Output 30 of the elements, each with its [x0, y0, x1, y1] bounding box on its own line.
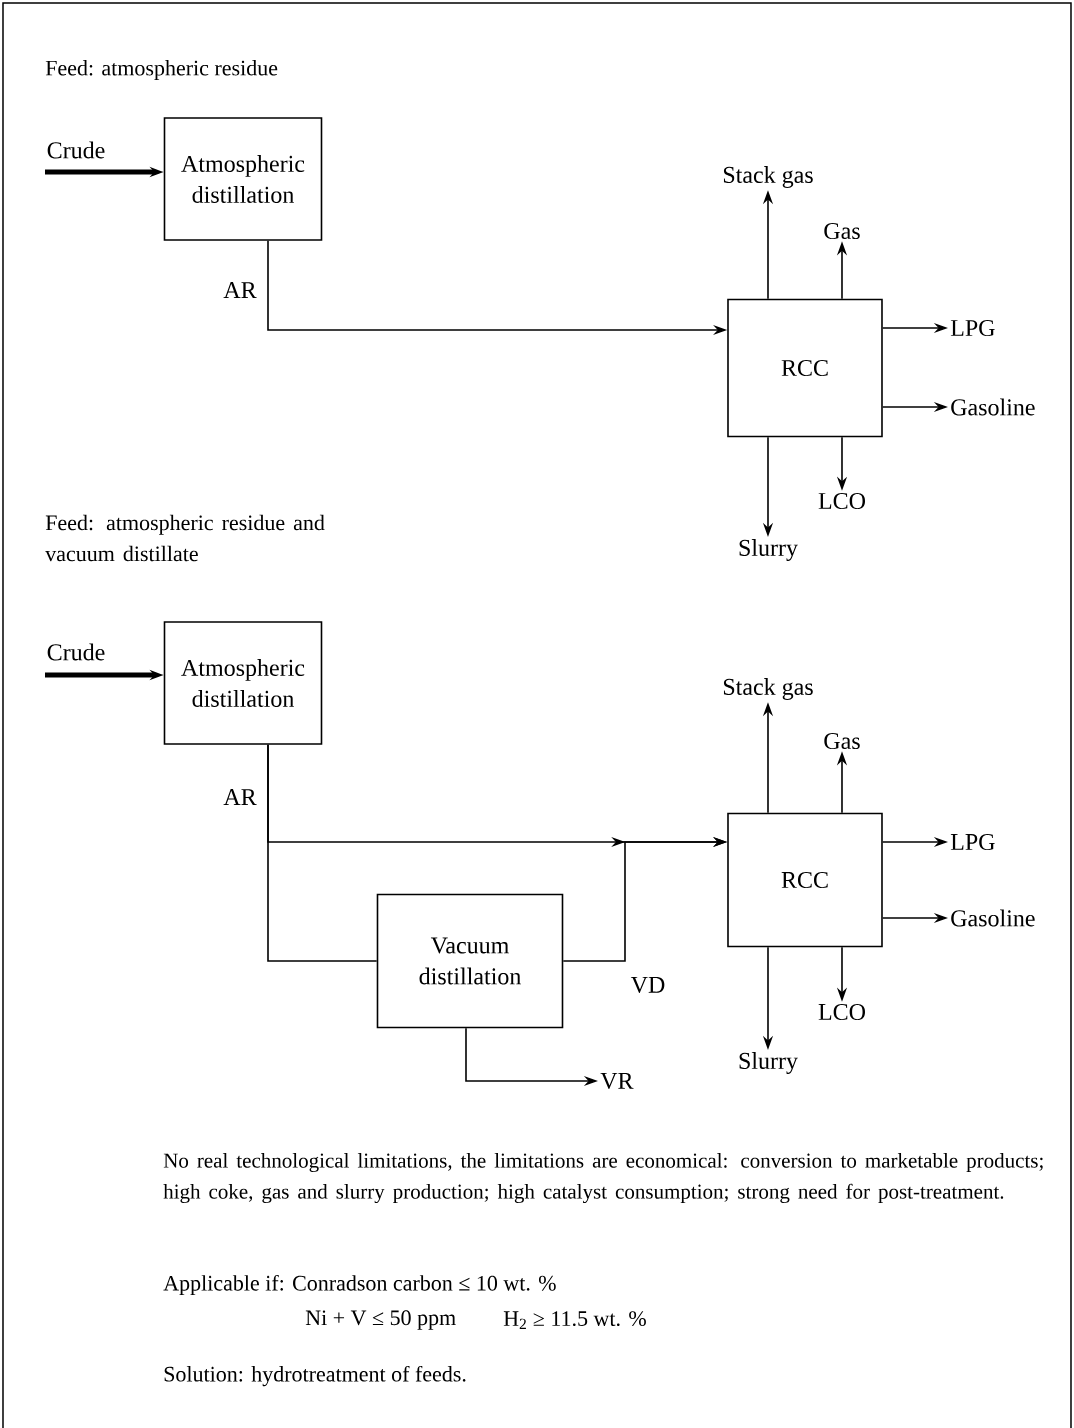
edge-label: VD — [630, 976, 665, 994]
product-label: LPG — [950, 833, 995, 851]
note-text: Ni + V ≤ 50 ppm — [305, 1310, 456, 1330]
product-label: Gas — [824, 732, 860, 750]
edge-label: Crude — [47, 643, 105, 661]
edge-label: AR — [223, 789, 257, 805]
edge-label: AR — [223, 282, 257, 298]
product-label: Slurry — [739, 1052, 798, 1074]
product-label: LCO — [818, 492, 865, 510]
product-label: LPG — [950, 319, 995, 337]
note-text: Solution: hydrotreatment of feeds. — [164, 1365, 466, 1387]
process-box: Vacuum distillation — [376, 893, 564, 1029]
product-label: LCO — [818, 1003, 865, 1021]
note-text: No real technological limitations, the limitations are economical: conversion to marketable products; high coke, gas and slurry production; high catalyst consumption; strong need for post-treatment. — [163, 1152, 1043, 1204]
product-label: Stack gas — [723, 678, 813, 700]
note-text: Feed: atmospheric residue — [45, 60, 278, 80]
process-box: RCC — [727, 298, 883, 438]
process-box: Atmospheric distillation — [163, 621, 323, 745]
product-label: Slurry — [739, 539, 798, 561]
note-text: H$_{2}$ ≥ 11.5 wt. % — [503, 1311, 646, 1329]
product-label: Stack gas — [723, 166, 813, 188]
note-text: Applicable if: Conradson carbon ≤ 10 wt. % — [163, 1274, 556, 1296]
note-text: Feed: atmospheric residue and vacuum distillate — [45, 514, 325, 562]
product-label: Gas — [824, 222, 860, 240]
edge-label: Crude — [47, 141, 105, 159]
process-box: RCC — [727, 812, 883, 948]
process-box: Atmospheric distillation — [163, 117, 323, 241]
product-label: VR — [600, 1072, 634, 1090]
product-label: Gasoline — [951, 909, 1035, 927]
product-label: Gasoline — [951, 398, 1035, 416]
